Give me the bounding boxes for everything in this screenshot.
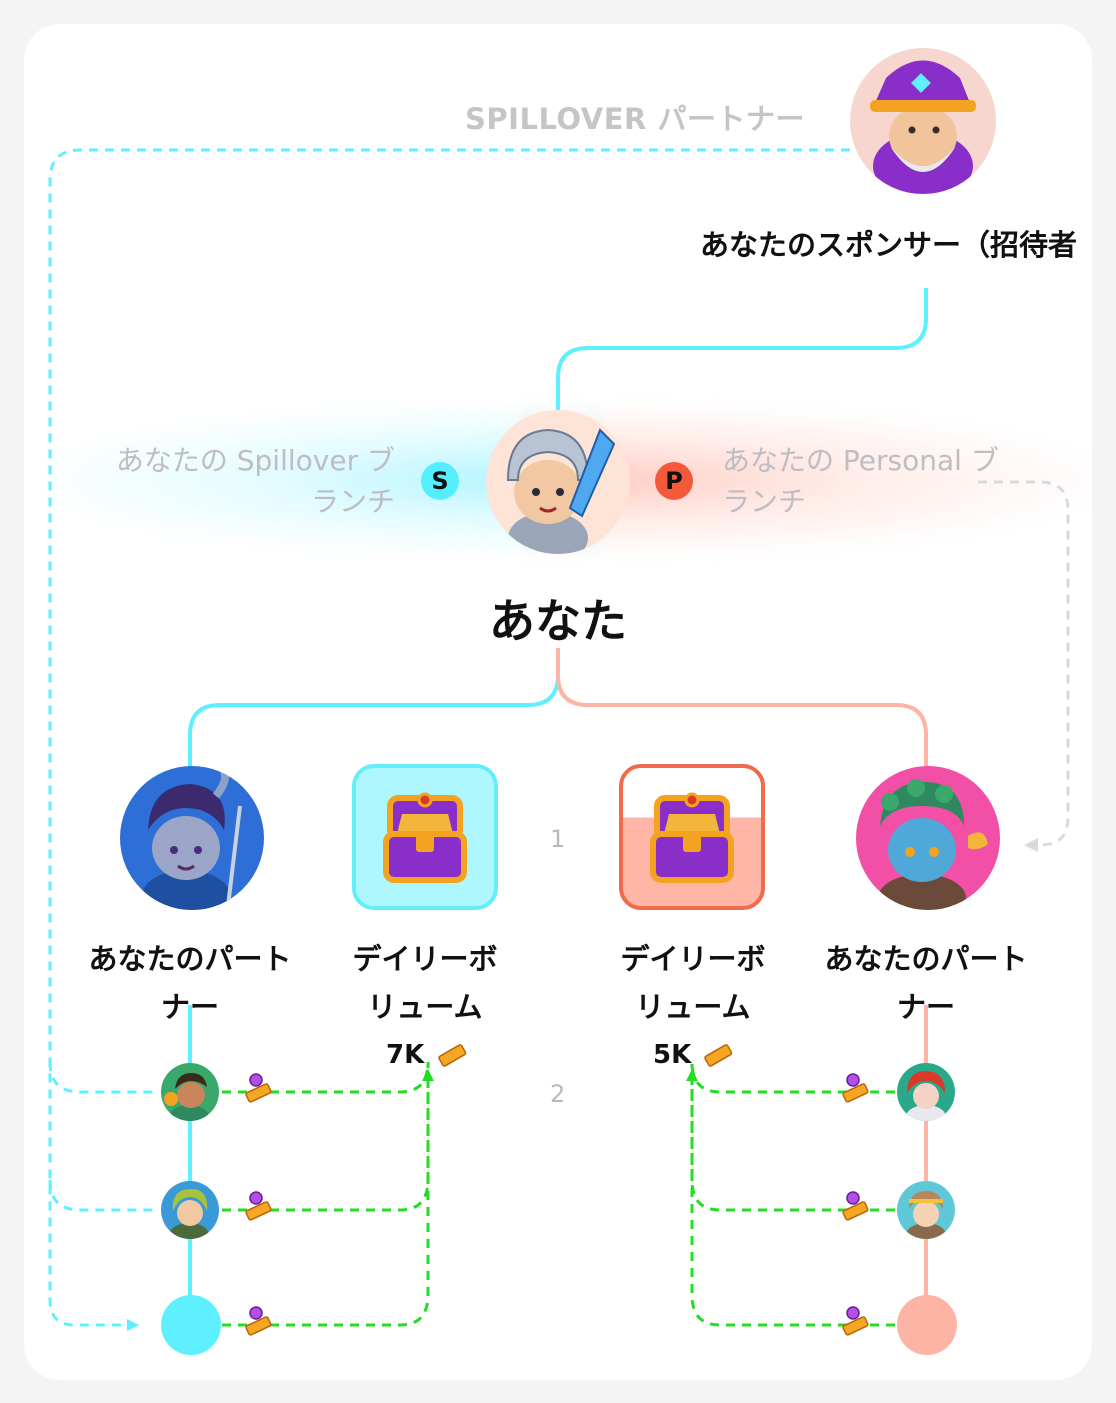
right-partner-line2: ナー [896,990,955,1024]
left-daily-volume-line2: リューム [367,990,483,1024]
personal-branch-label: あなたの Personal ブ ランチ [722,440,1052,522]
spillover-daily-volume-chest [352,764,498,910]
treasure-chest-icon [383,792,467,883]
spillover-badge: S [421,462,459,500]
referral-diagram-card [24,24,1092,1380]
row-number-2: 2 [550,1080,566,1108]
you-label: あなた [489,594,627,648]
personal-branch-line1: あなたの Personal ブ [722,444,999,477]
left-daily-volume-label: デイリーボ リューム [330,935,520,1031]
left-partner-line1: あなたのパート [88,942,292,976]
empty-slot-left [161,1295,221,1355]
spillover-flow-line [48,148,850,1331]
treasure-chest-icon [650,792,734,883]
left-volume-flow [222,1061,430,1094]
partner-avatar-icon [161,1181,219,1239]
dark-elf-avatar-icon [120,766,264,910]
medusa-avatar-icon [856,766,1000,910]
left-partner-line2: ナー [160,990,219,1024]
left-volume-amount: 7K [386,1040,425,1070]
right-volume-amount: 5K [653,1040,692,1070]
personal-flow-line [978,480,1070,852]
spillover-branch-line2: ランチ [310,485,395,518]
knight-avatar-icon [486,410,630,554]
right-volume-flow [690,1061,895,1094]
partner-avatar-icon [897,1063,955,1121]
personal-badge: P [655,462,693,500]
sponsor-label: あなたのスポンサー（招待者 [700,228,1078,262]
left-daily-volume-line1: デイリーボ [352,942,498,976]
right-daily-volume-label: デイリーボ リューム [598,935,788,1031]
left-partner-label: あなたのパート ナー [70,935,310,1031]
spillover-branch-2 [48,1179,158,1212]
right-daily-volume-line2: リューム [635,990,751,1024]
right-partner-label: あなたのパート ナー [806,935,1046,1031]
right-partner-line1: あなたのパート [824,942,1028,976]
row-number-1: 1 [550,825,566,853]
wizard-avatar-icon [850,48,996,194]
gold-bars-icon [245,1044,869,1336]
you-to-left-partner-line [188,648,560,770]
spillover-branch-1 [48,1061,158,1094]
personal-daily-volume-chest [619,764,765,910]
partner-avatar-icon [897,1181,955,1239]
empty-slot-right [897,1295,957,1355]
you-to-right-partner-line [556,648,928,770]
spillover-partner-label: SPILLOVER パートナー [465,102,805,136]
personal-branch-line2: ランチ [722,485,807,518]
sponsor-link-line [556,288,928,410]
spillover-branch-line1: あなたの Spillover ブ [115,444,395,477]
spillover-branch-label: あなたの Spillover ブ ランチ [70,440,395,522]
right-daily-volume-line1: デイリーボ [620,942,766,976]
partner-avatar-icon [161,1063,219,1121]
